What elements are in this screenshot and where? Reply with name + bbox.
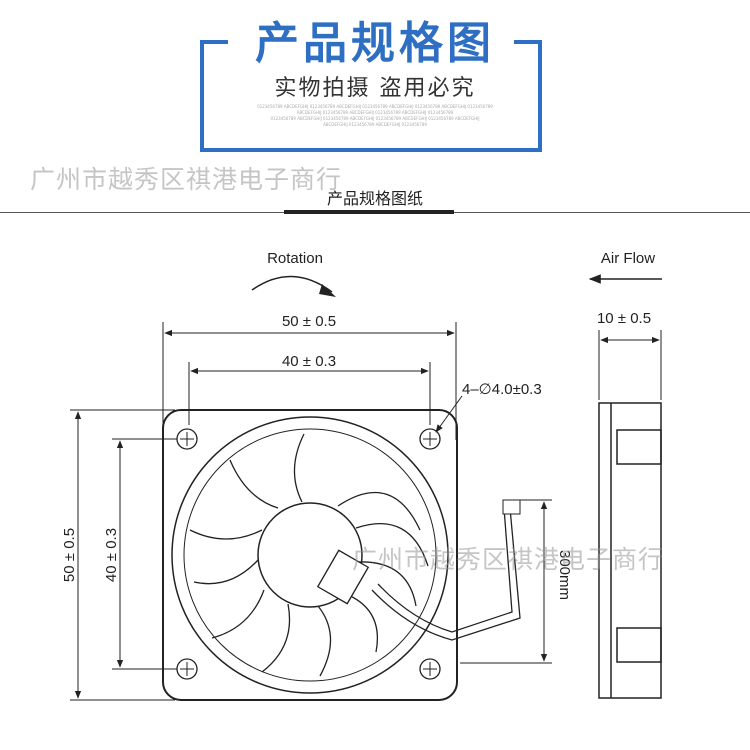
rotation-label: Rotation <box>267 250 323 267</box>
fine-print-line: 0123456789 ABCDEFGHIJ 0123456789 ABCDEFG… <box>270 116 480 121</box>
cable-length-label: 300mm <box>556 550 573 600</box>
fan-body <box>162 409 458 701</box>
header-frame <box>196 38 546 154</box>
mounting-hole-top-right <box>419 428 441 450</box>
thickness-label: 10 ± 0.5 <box>597 310 651 327</box>
hole-spec-label: 4–∅4.0±0.3 <box>462 381 542 398</box>
fine-print-line: ABCDEFGHIJ 0123456789 ABCDEFGHIJ 0123456… <box>296 110 454 115</box>
cable-connector <box>502 499 521 515</box>
fine-print: 0123456789 ABCDEFGHIJ 0123456789 ABCDEFG… <box>0 104 750 128</box>
section-label: 产品规格图纸 <box>326 189 423 208</box>
divider-accent <box>284 210 454 214</box>
mounting-hole-top-left <box>176 428 198 450</box>
width-outer-label: 50 ± 0.5 <box>282 313 336 330</box>
watermark-center: 广州市越秀区祺港电子商行 <box>352 545 665 574</box>
side-view <box>598 402 662 699</box>
rotation-arrowhead <box>319 284 336 297</box>
header-bracket <box>200 40 542 152</box>
page-subtitle: 实物拍摄 盗用必究 <box>274 76 476 101</box>
mounting-hole-bottom-left <box>176 658 198 680</box>
hole-spec-leader <box>435 395 463 433</box>
width-inner-label: 40 ± 0.3 <box>282 353 336 370</box>
page-title: 产品规格图 <box>255 18 495 69</box>
height-inner-label: 40 ± 0.3 <box>103 528 120 582</box>
watermark-top: 广州市越秀区祺港电子商行 <box>30 165 343 194</box>
fan-cable <box>371 507 521 641</box>
mounting-hole-bottom-right <box>419 658 441 680</box>
height-outer-label: 50 ± 0.5 <box>61 528 78 582</box>
fine-print-line: 0123456789 ABCDEFGHIJ 0123456789 ABCDEFG… <box>257 104 493 109</box>
rotation-arrow <box>251 275 333 293</box>
fine-print-line: ABCDEFGHIJ 0123456789 ABCDEFGHIJ 0123456… <box>323 122 427 127</box>
airflow-label: Air Flow <box>601 250 655 267</box>
